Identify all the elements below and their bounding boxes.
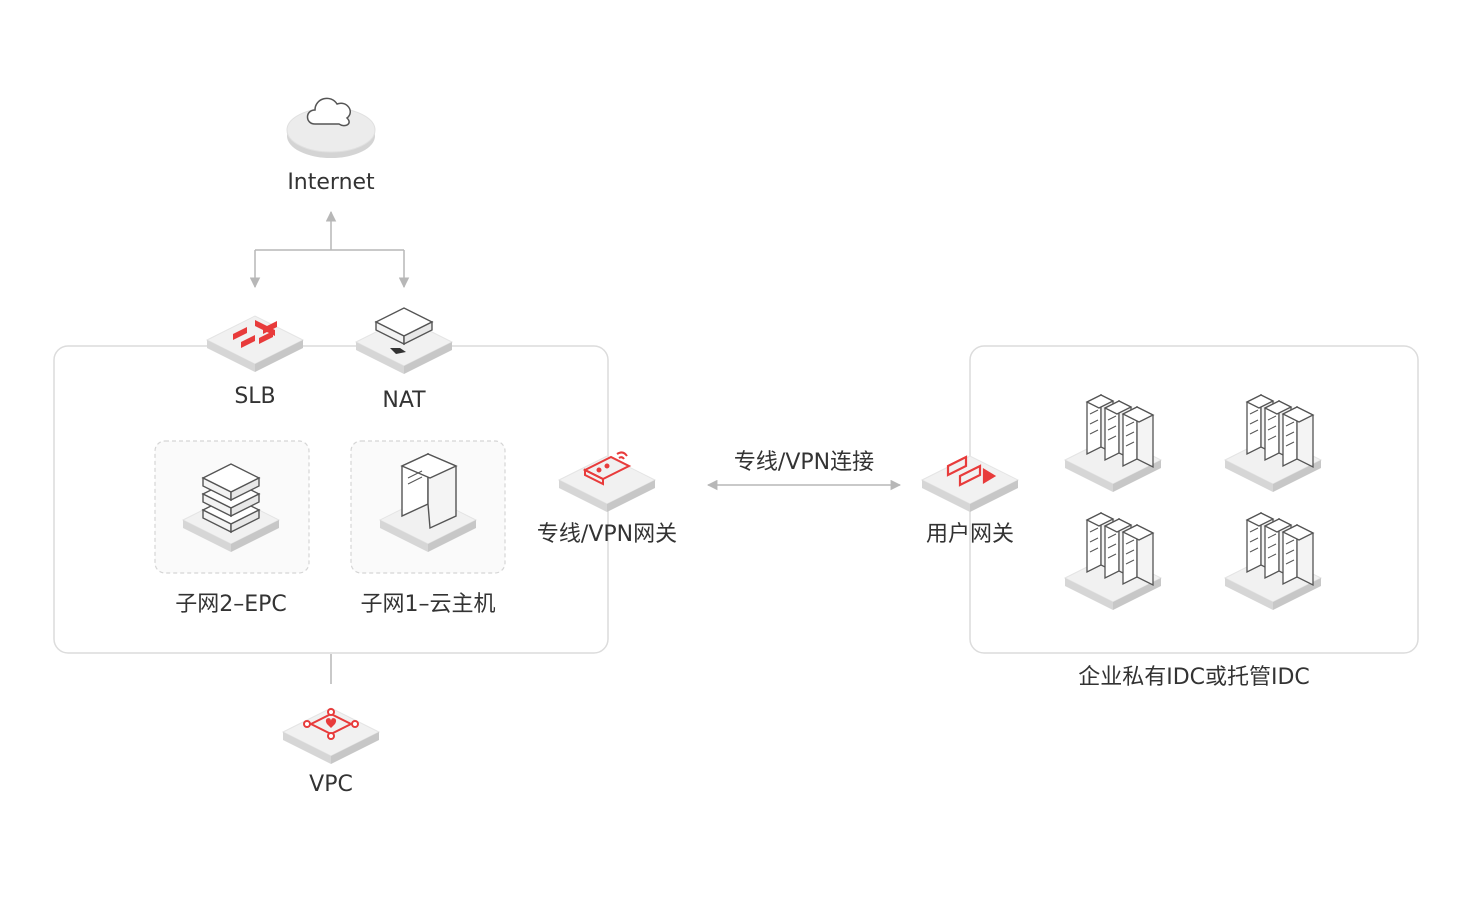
- idc-container: [969, 345, 1419, 654]
- vpc-network-icon: [282, 707, 380, 765]
- cloud-icon: [286, 97, 376, 158]
- vpn-connection-label: 专线/VPN连接: [733, 450, 875, 475]
- subnet-epc-label: 子网2–EPC: [175, 592, 287, 617]
- server-rack-icon: [1065, 395, 1161, 492]
- server-rack-icon: [1225, 395, 1321, 492]
- server-tower-icon: [379, 452, 477, 553]
- vpc-label: VPC: [309, 772, 353, 797]
- user-gateway-icon: [921, 455, 1019, 513]
- internet-connectors: [249, 210, 410, 289]
- idc-racks: [1065, 395, 1321, 610]
- slb-label: SLB: [234, 384, 276, 409]
- vpn-gateway-icon: [558, 451, 656, 513]
- idc-label: 企业私有IDC或托管IDC: [1078, 665, 1310, 690]
- vpn-gateway-label: 专线/VPN网关: [536, 522, 678, 547]
- server-rack-icon: [1065, 513, 1161, 610]
- server-rack-icon: [1225, 513, 1321, 610]
- user-gateway-label: 用户网关: [925, 522, 1015, 547]
- load-balancer-icon: [206, 315, 304, 373]
- server-stack-icon: [182, 463, 280, 553]
- vpc-container: [53, 345, 609, 654]
- internet-label: Internet: [287, 170, 375, 195]
- nat-gateway-icon: [355, 307, 453, 375]
- nat-label: NAT: [382, 388, 426, 413]
- subnet-vm-label: 子网1–云主机: [360, 592, 496, 617]
